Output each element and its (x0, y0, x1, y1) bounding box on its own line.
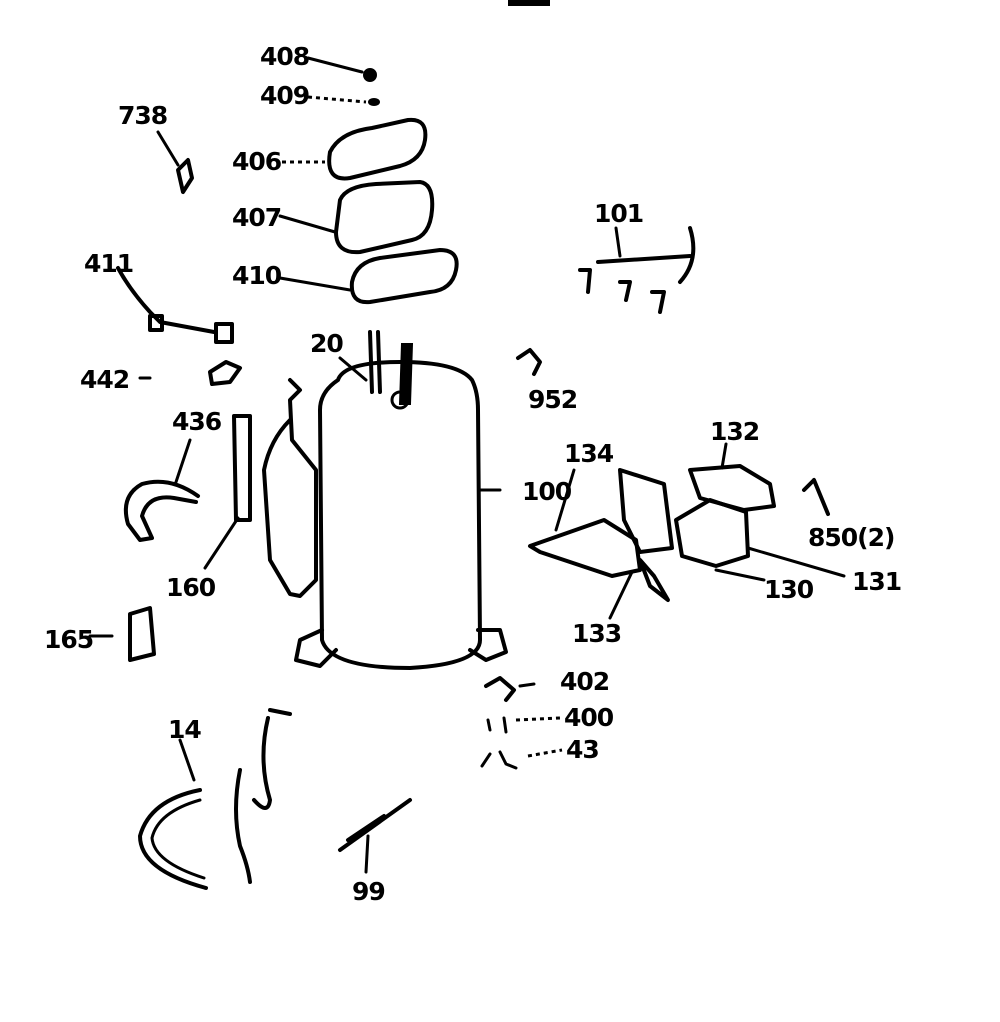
part-738-screw (176, 158, 194, 194)
label-130: 130 (764, 575, 814, 604)
part-20-discharge-tube (398, 343, 414, 405)
leader-14 (178, 738, 196, 782)
label-850: 850(2) (808, 523, 894, 552)
part-165-capacitor (128, 606, 156, 662)
label-406: 406 (232, 147, 282, 176)
label-738: 738 (118, 101, 167, 130)
leader-132 (720, 442, 728, 470)
top-mark (508, 0, 550, 6)
part-409-clip (368, 98, 380, 106)
part-relay-strap (638, 558, 670, 602)
part-133-overload (618, 468, 674, 554)
part-14-tube-inner (150, 798, 206, 880)
part-402-grommet (484, 676, 516, 702)
label-400: 400 (564, 703, 614, 732)
label-133: 133 (572, 619, 621, 648)
leader-402 (518, 682, 536, 688)
leader-101 (614, 226, 622, 258)
part-442-terminal (208, 360, 242, 386)
leader-133 (608, 570, 634, 620)
label-165: 165 (44, 625, 93, 654)
leader-131 (746, 546, 846, 578)
label-952: 952 (528, 385, 577, 414)
part-410-plate (349, 248, 459, 305)
label-20: 20 (310, 329, 343, 358)
leader-407 (278, 214, 337, 234)
leader-43 (527, 748, 563, 758)
part-99-tube (338, 798, 412, 852)
part-101-bracket (578, 226, 696, 314)
part-hose-a (234, 768, 252, 884)
part-compressor-body (318, 360, 482, 670)
part-952-grommet (516, 348, 542, 376)
label-402: 402 (560, 667, 609, 696)
label-100: 100 (522, 477, 572, 506)
leader-130 (714, 568, 766, 582)
leader-134 (554, 468, 576, 532)
part-134-relay-bracket (528, 518, 642, 578)
part-43-spacer (480, 750, 518, 770)
part-compressor-terminal (390, 390, 410, 410)
part-850-screw (802, 478, 830, 516)
part-hose-b (252, 708, 292, 810)
leader-400 (515, 716, 561, 722)
label-442: 442 (80, 365, 129, 394)
label-14: 14 (168, 715, 201, 744)
part-411-terminal-b (214, 322, 234, 344)
label-131: 131 (852, 567, 901, 596)
label-436: 436 (172, 407, 222, 436)
label-101: 101 (594, 199, 643, 228)
label-408: 408 (260, 42, 309, 71)
label-410: 410 (232, 261, 282, 290)
part-411-wire (116, 266, 216, 334)
leader-408 (306, 56, 364, 74)
label-134: 134 (564, 439, 614, 468)
leader-410 (278, 276, 352, 292)
part-411-terminal-a (148, 314, 164, 332)
part-400-sleeve (486, 716, 508, 734)
part-132-relay-cover (688, 464, 776, 512)
part-160-bracket (232, 414, 252, 522)
leader-738 (156, 130, 180, 167)
label-407: 407 (232, 203, 281, 232)
leader-409 (307, 95, 367, 104)
part-406-terminal-cover (327, 117, 428, 181)
label-411: 411 (84, 249, 133, 278)
part-408-washer (363, 68, 377, 82)
part-407-gasket (334, 180, 435, 255)
part-436-clamp (123, 479, 200, 542)
label-409: 409 (260, 81, 309, 110)
label-99: 99 (352, 877, 385, 906)
label-43: 43 (566, 735, 599, 764)
part-130-relay (674, 498, 750, 568)
label-160: 160 (166, 573, 216, 602)
leader-160 (203, 516, 240, 570)
label-132: 132 (710, 417, 759, 446)
part-compressor-feet (294, 628, 508, 668)
leader-99 (364, 834, 370, 874)
leader-436 (174, 438, 192, 484)
part-14-tube (138, 788, 208, 890)
part-160-accumulator (262, 378, 318, 598)
